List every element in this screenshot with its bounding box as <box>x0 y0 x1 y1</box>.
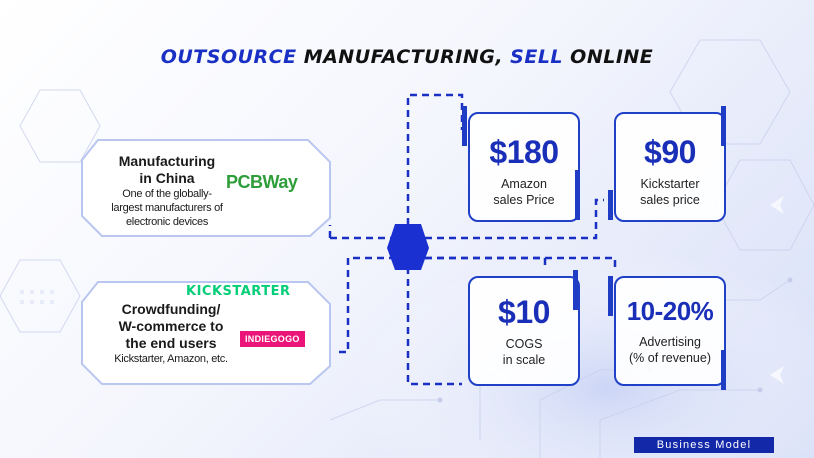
stat-value: $90 <box>644 134 696 170</box>
stat-label-line2: (% of revenue) <box>629 351 711 365</box>
manufacturing-desc-line2: largest manufacturers of <box>111 202 223 214</box>
manufacturing-heading-line1: Manufacturing <box>118 153 216 169</box>
card-frame <box>81 139 331 237</box>
stat-label-line2: sales price <box>640 193 700 207</box>
title-outsource: OUTSOURCE <box>160 46 297 68</box>
stat-label-line2: sales Price <box>493 193 555 207</box>
tab-accent <box>575 170 580 220</box>
business-model-badge: Business Model <box>634 437 774 453</box>
stat-amazon-price: $180 Amazon sales Price <box>468 112 580 222</box>
crowdfunding-desc-line1: Kickstarter, Amazon, etc. <box>114 353 228 365</box>
manufacturing-heading-line2: in China <box>139 170 195 186</box>
title-sell: SELL <box>510 46 564 68</box>
stat-box <box>468 276 580 386</box>
crowdfunding-heading-line2: W-commerce to <box>118 318 224 334</box>
stat-label-line1: Kickstarter <box>640 177 700 191</box>
tab-accent <box>608 190 613 220</box>
kickstarter-logo: KICKSTARTER <box>186 284 291 299</box>
crowdfunding-heading-line1: Crowdfunding/ <box>121 301 221 317</box>
stat-advertising: 10-20% Advertising (% of revenue) <box>614 276 726 386</box>
tab-accent <box>608 276 613 316</box>
stat-label-line1: Advertising <box>639 335 701 349</box>
tab-accent <box>573 270 578 310</box>
stat-cogs: $10 COGS in scale <box>468 276 580 386</box>
stat-value: $180 <box>489 134 559 170</box>
card-frame <box>81 281 331 385</box>
crowdfunding-heading-line3: the end users <box>125 335 217 351</box>
tab-accent <box>721 106 726 146</box>
card-manufacturing: Manufacturing in China One of the global… <box>80 138 332 238</box>
hub-hexagon <box>387 224 429 270</box>
indiegogo-logo: INDIEGOGO <box>240 331 305 347</box>
stat-box <box>614 112 726 222</box>
stat-value: $10 <box>498 294 550 330</box>
stat-kickstarter-price: $90 Kickstarter sales price <box>614 112 726 222</box>
title-manufacturing: MANUFACTURING, <box>296 46 511 68</box>
stat-label-line1: COGS <box>505 337 543 351</box>
manufacturing-desc-line3: electronic devices <box>125 216 209 228</box>
stat-box <box>614 276 726 386</box>
stat-box <box>468 112 580 222</box>
pcbway-logo: PCBWay <box>226 172 298 192</box>
stat-label-line2: in scale <box>502 353 546 367</box>
manufacturing-desc-line1: One of the globally- <box>122 188 212 200</box>
stat-label-line1: Amazon <box>501 177 547 191</box>
title-online: ONLINE <box>563 46 654 68</box>
tab-accent <box>721 350 726 390</box>
card-crowdfunding: Crowdfunding/ W-commerce to the end user… <box>80 280 332 386</box>
stat-value: 10-20% <box>626 296 714 326</box>
tab-accent <box>462 106 467 146</box>
page-title: OUTSOURCE MANUFACTURING, SELL ONLINE <box>0 46 814 68</box>
